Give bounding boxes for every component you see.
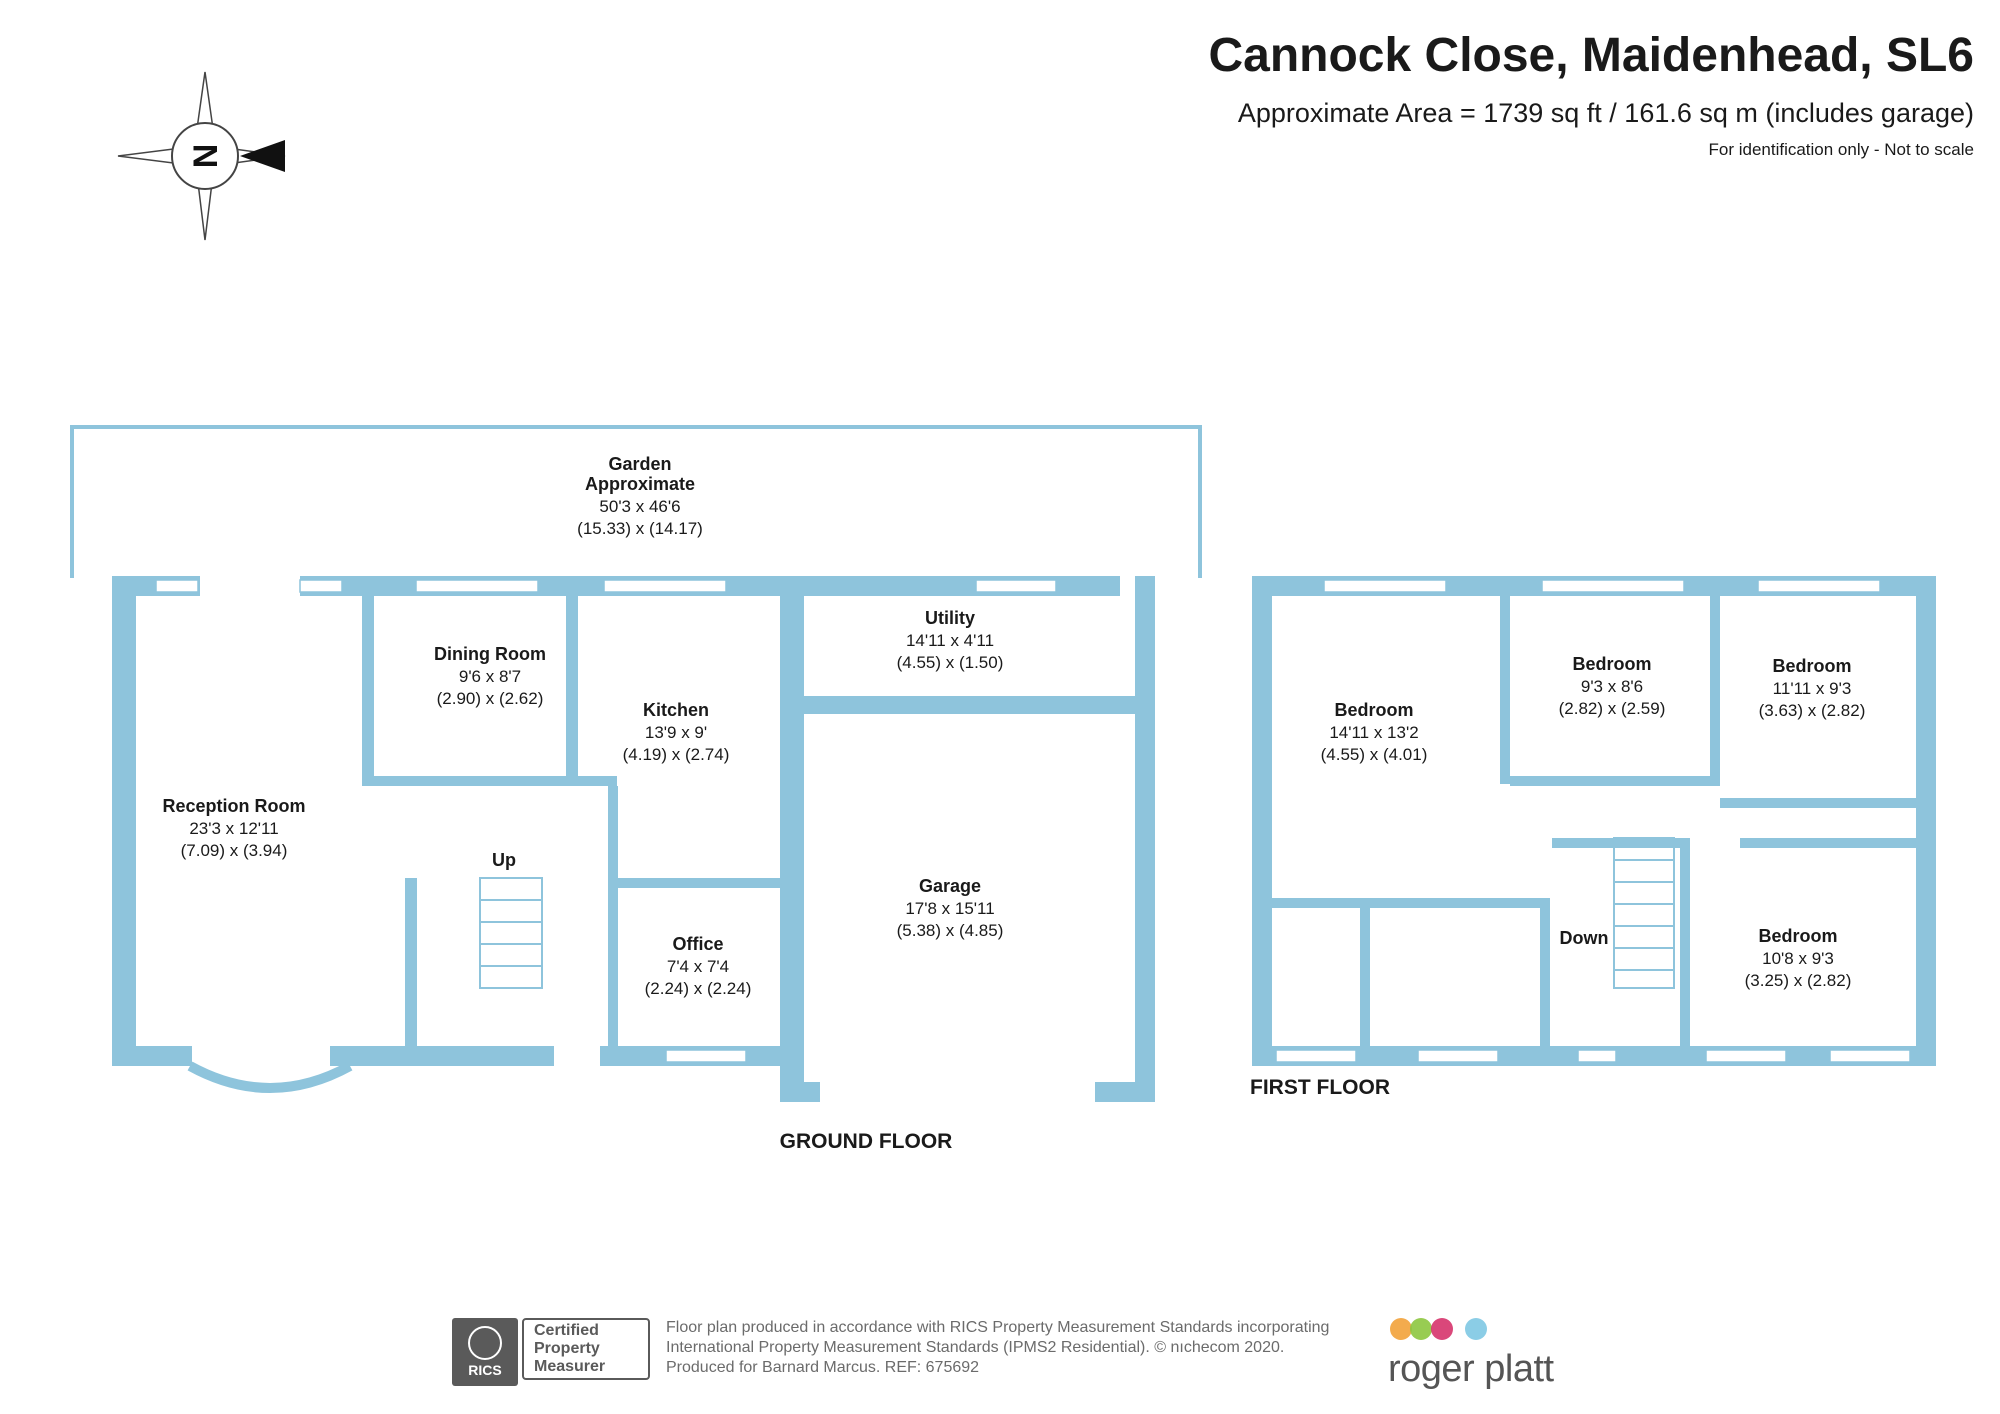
room-name: Office	[672, 934, 723, 954]
room-dims-metric: (4.19) x (2.74)	[623, 745, 730, 764]
room-dims-imperial: 14'11 x 4'11	[906, 631, 994, 650]
room-label-dining: Dining Room 9'6 x 8'7 (2.90) x (2.62)	[434, 644, 546, 708]
room-label-garage: Garage 17'8 x 15'11 (5.38) x (4.85)	[897, 876, 1004, 940]
cert-line-2: Property	[534, 1340, 600, 1357]
room-label-reception: Reception Room 23'3 x 12'11 (7.09) x (3.…	[162, 796, 305, 860]
room-label-office: Office 7'4 x 7'4 (2.24) x (2.24)	[645, 934, 752, 998]
room-dims-metric: (7.09) x (3.94)	[181, 841, 288, 860]
footer-line-3: Produced for Barnard Marcus. REF: 675692	[666, 1359, 980, 1376]
footer-line-1: Floor plan produced in accordance with R…	[666, 1319, 1330, 1336]
room-name: Bedroom	[1334, 700, 1413, 720]
brand-logo: roger platt	[1388, 1348, 1554, 1390]
footer-line-2: International Property Measurement Stand…	[666, 1339, 1285, 1356]
footer-text: Floor plan produced in accordance with R…	[666, 1318, 1329, 1378]
disclaimer-note: For identification only - Not to scale	[1708, 140, 1974, 159]
room-label-kitchen: Kitchen 13'9 x 9' (4.19) x (2.74)	[623, 700, 730, 764]
property-title: Cannock Close, Maidenhead, SL6	[1208, 29, 1974, 82]
garden-dims-imperial: 50'3 x 46'6	[599, 497, 680, 516]
room-label-bedroom-2: Bedroom 9'3 x 8'6 (2.82) x (2.59)	[1559, 654, 1666, 718]
room-name: Bedroom	[1772, 656, 1851, 676]
brand-dots-icon	[1390, 1318, 1488, 1345]
room-name: Bedroom	[1572, 654, 1651, 674]
ground-floor-label: GROUND FLOOR	[780, 1130, 953, 1153]
room-dims-metric: (3.63) x (2.82)	[1759, 701, 1866, 720]
stairs-up-label: Up	[492, 850, 516, 870]
room-dims-metric: (2.90) x (2.62)	[437, 689, 544, 708]
room-dims-imperial: 9'6 x 8'7	[459, 667, 521, 686]
room-dims-metric: (5.38) x (4.85)	[897, 921, 1004, 940]
room-dims-imperial: 17'8 x 15'11	[905, 899, 994, 918]
cert-line-3: Measurer	[534, 1358, 606, 1375]
room-name: Bedroom	[1758, 926, 1837, 946]
ground-floor-windows	[155, 579, 1057, 1093]
approximate-area: Approximate Area = 1739 sq ft / 161.6 sq…	[1237, 98, 1974, 128]
rics-label: RICS	[468, 1362, 502, 1378]
first-floor-walls	[1252, 576, 1936, 1066]
stairs-ground	[479, 877, 543, 989]
garden-boundary	[70, 425, 1202, 578]
room-dims-imperial: 7'4 x 7'4	[667, 957, 729, 976]
room-dims-imperial: 9'3 x 8'6	[1581, 677, 1643, 696]
compass-icon: N	[117, 71, 286, 241]
room-name: Garage	[919, 876, 981, 896]
room-label-bedroom-3: Bedroom 11'11 x 9'3 (3.63) x (2.82)	[1759, 656, 1866, 720]
room-dims-metric: (4.55) x (1.50)	[897, 653, 1004, 672]
compass-north-label: N	[187, 144, 225, 169]
room-dims-imperial: 10'8 x 9'3	[1762, 949, 1834, 968]
room-dims-imperial: 13'9 x 9'	[645, 723, 707, 742]
garden-name: Garden	[608, 454, 671, 474]
cert-line-1: Certified	[534, 1322, 599, 1339]
first-floor-windows	[1275, 579, 1911, 1063]
room-dims-metric: (3.25) x (2.82)	[1745, 971, 1852, 990]
room-dims-imperial: 11'11 x 9'3	[1773, 679, 1852, 698]
room-dims-imperial: 23'3 x 12'11	[189, 819, 278, 838]
first-floor-label: FIRST FLOOR	[1250, 1076, 1390, 1099]
garden-dims-metric: (15.33) x (14.17)	[577, 519, 703, 538]
room-name: Kitchen	[643, 700, 709, 720]
room-dims-imperial: 14'11 x 13'2	[1329, 723, 1418, 742]
room-name: Utility	[925, 608, 975, 628]
room-label-utility: Utility 14'11 x 4'11 (4.55) x (1.50)	[897, 608, 1004, 672]
room-dims-metric: (4.55) x (4.01)	[1321, 745, 1428, 764]
garden-label: Garden Approximate 50'3 x 46'6 (15.33) x…	[577, 454, 703, 538]
room-dims-metric: (2.82) x (2.59)	[1559, 699, 1666, 718]
garden-name-2: Approximate	[585, 474, 695, 494]
room-name: Reception Room	[162, 796, 305, 816]
room-label-bedroom-4: Bedroom 10'8 x 9'3 (3.25) x (2.82)	[1745, 926, 1852, 990]
certified-measurer-badge: Certified Property Measurer	[522, 1318, 650, 1380]
room-name: Dining Room	[434, 644, 546, 664]
stairs-first	[1613, 837, 1675, 989]
rics-seal-icon	[468, 1326, 502, 1360]
stairs-down-label: Down	[1560, 928, 1609, 948]
room-label-bedroom-1: Bedroom 14'11 x 13'2 (4.55) x (4.01)	[1321, 700, 1428, 764]
rics-logo: RICS	[452, 1318, 518, 1386]
room-dims-metric: (2.24) x (2.24)	[645, 979, 752, 998]
